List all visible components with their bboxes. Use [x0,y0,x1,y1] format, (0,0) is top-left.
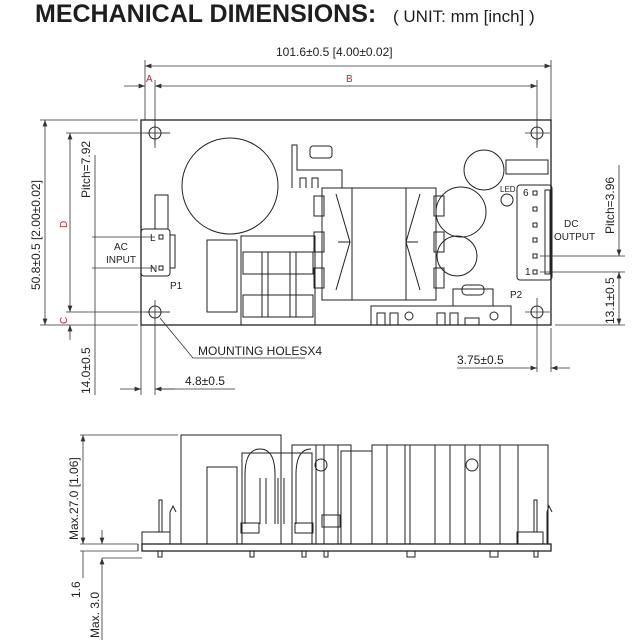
pin-l-label: L [150,233,156,244]
width-dimension: 101.6±0.5 [4.00±0.02] [144,45,552,120]
label-c: C [59,317,70,324]
dc-output-label-2: OUTPUT [554,232,595,243]
ac-input-label-2: INPUT [106,255,136,266]
p2-dimensions: DC OUTPUT Pitch=3.96 13.1±0.5 3.75±0.5 [457,165,625,372]
label-a: A [146,74,153,85]
pcb-thickness-text: 1.6 [69,581,83,598]
dim-14-0-text: 14.0±0.5 [79,347,93,394]
p1-connector: L N P1 [140,194,183,292]
pcb-outline [140,119,552,326]
ab-dimension: A B [124,74,538,148]
ac-input-label-1: AC [114,242,128,253]
pin-1-label: 1 [525,267,531,278]
label-d: D [59,221,70,228]
p1-pitch-dimension: Pitch=7.92 AC INPUT 14.0±0.5 [79,141,155,395]
p2-label: P2 [510,290,523,301]
mounting-hole-icon [145,300,170,395]
height-dimension-text: 50.8±0.5 [2.00±0.02] [29,180,43,290]
dc-output-label-1: DC [564,219,578,230]
dim-13-1-text: 13.1±0.5 [603,277,617,324]
heatsink-side [371,444,549,545]
mounting-hole-icon [525,123,550,145]
transformer [321,187,437,301]
led-icon [500,193,514,207]
pin-6-label: 6 [523,188,529,199]
bulk-capacitor [181,137,279,235]
components-top: LED [181,137,549,326]
mounting-holes-callout: MOUNTING HOLESX4 4.8±0.5 [120,317,322,395]
unit-note: ( UNIT: mm [inch] ) [393,7,535,26]
label-b: B [346,74,353,85]
page-title: MECHANICAL DIMENSIONS: [35,0,376,28]
p2-pitch-text: Pitch=3.96 [603,177,617,234]
led-label: LED [500,185,516,194]
max-pin-length-text: Max. 3.0 [88,592,102,638]
side-dimensions: Max.27.0 [1.06] 1.6 Max. 3.0 [67,434,178,640]
p1-label: P1 [170,281,183,292]
width-dimension-text: 101.6±0.5 [4.00±0.02] [276,45,393,59]
pin-n-label: N [150,264,157,275]
dim-4-8-text: 4.8±0.5 [185,374,225,388]
p1-pitch-text: Pitch=7.92 [79,141,93,198]
mounting-holes-label: MOUNTING HOLESX4 [198,344,322,358]
dim-3-75-text: 3.75±0.5 [457,353,504,367]
mounting-hole-icon [525,298,550,372]
pcb-side [141,543,552,552]
side-view [137,434,553,558]
mounting-hole-icon [145,123,170,145]
common-mode-choke [240,235,316,326]
p2-connector: 6 1 P2 [510,184,553,301]
height-dimension: 50.8±0.5 [2.00±0.02] D C [29,119,170,340]
max-height-text: Max.27.0 [1.06] [67,457,81,540]
